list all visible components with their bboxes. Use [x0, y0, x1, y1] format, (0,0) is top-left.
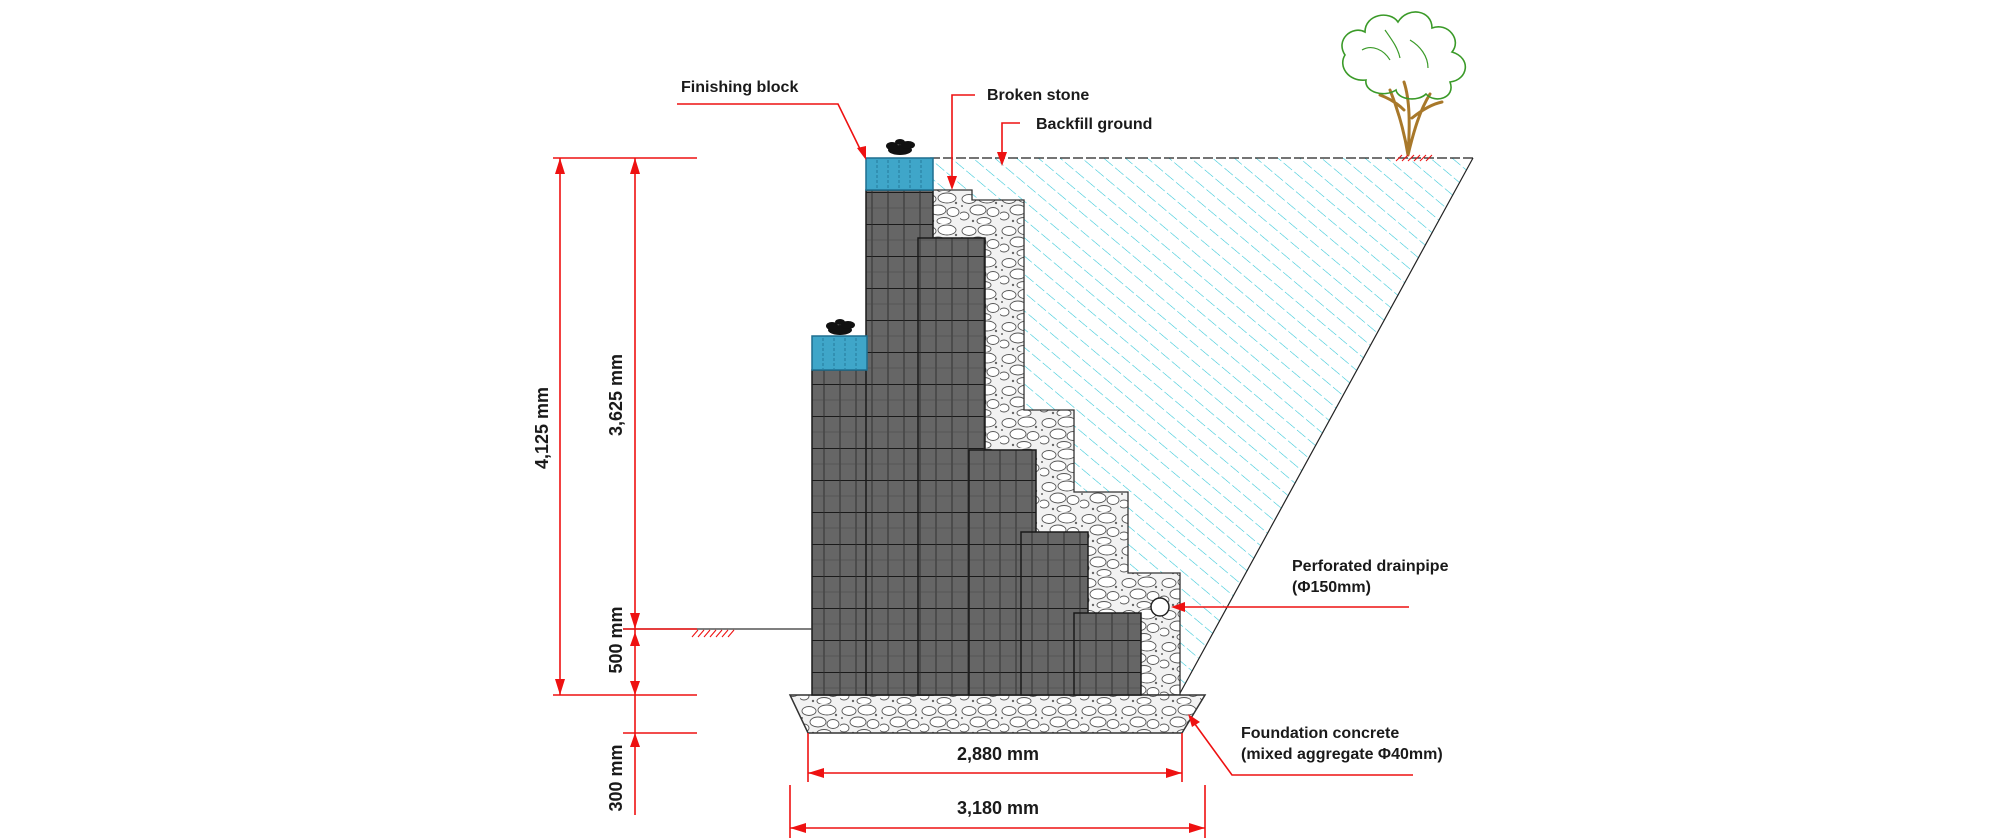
drainpipe-label-line2: (Φ150mm): [1292, 579, 1371, 596]
drainpipe-label-line1: Perforated drainpipe: [1292, 558, 1449, 575]
front-ground-line: [623, 628, 812, 638]
finishing-block-label: Finishing block: [681, 79, 798, 96]
foundation-concrete: [788, 694, 1207, 734]
horizontal-dimensions: [789, 733, 1206, 838]
vertical-dimensions: [553, 157, 697, 815]
finishing-blocks: [811, 157, 934, 371]
foundation-thickness-dimension: 300 mm: [606, 744, 626, 811]
broken-stone-label: Broken stone: [987, 87, 1089, 104]
exposed-height-dimension: 3,625 mm: [606, 354, 626, 436]
block-columns: [811, 189, 1142, 696]
backfill-ground-label: Backfill ground: [1036, 116, 1152, 133]
total-height-dimension: 4,125 mm: [532, 387, 552, 469]
block-column: [1073, 612, 1142, 696]
block-column: [811, 369, 868, 696]
finishing-block-lower: [811, 335, 868, 371]
foundation-width-dimension: 3,180 mm: [957, 798, 1039, 818]
drainpipe-icon: [1150, 597, 1170, 617]
foundation-label-line1: Foundation concrete: [1241, 725, 1399, 742]
shrub-icon: [826, 139, 915, 335]
foundation-label-line2: (mixed aggregate Φ40mm): [1241, 746, 1443, 763]
finishing-block-top: [865, 157, 934, 191]
leader-lines: [677, 94, 1413, 776]
embedment-dimension: 500 mm: [606, 606, 626, 673]
tree-icon: [1341, 11, 1467, 162]
wall-width-dimension: 2,880 mm: [957, 744, 1039, 764]
